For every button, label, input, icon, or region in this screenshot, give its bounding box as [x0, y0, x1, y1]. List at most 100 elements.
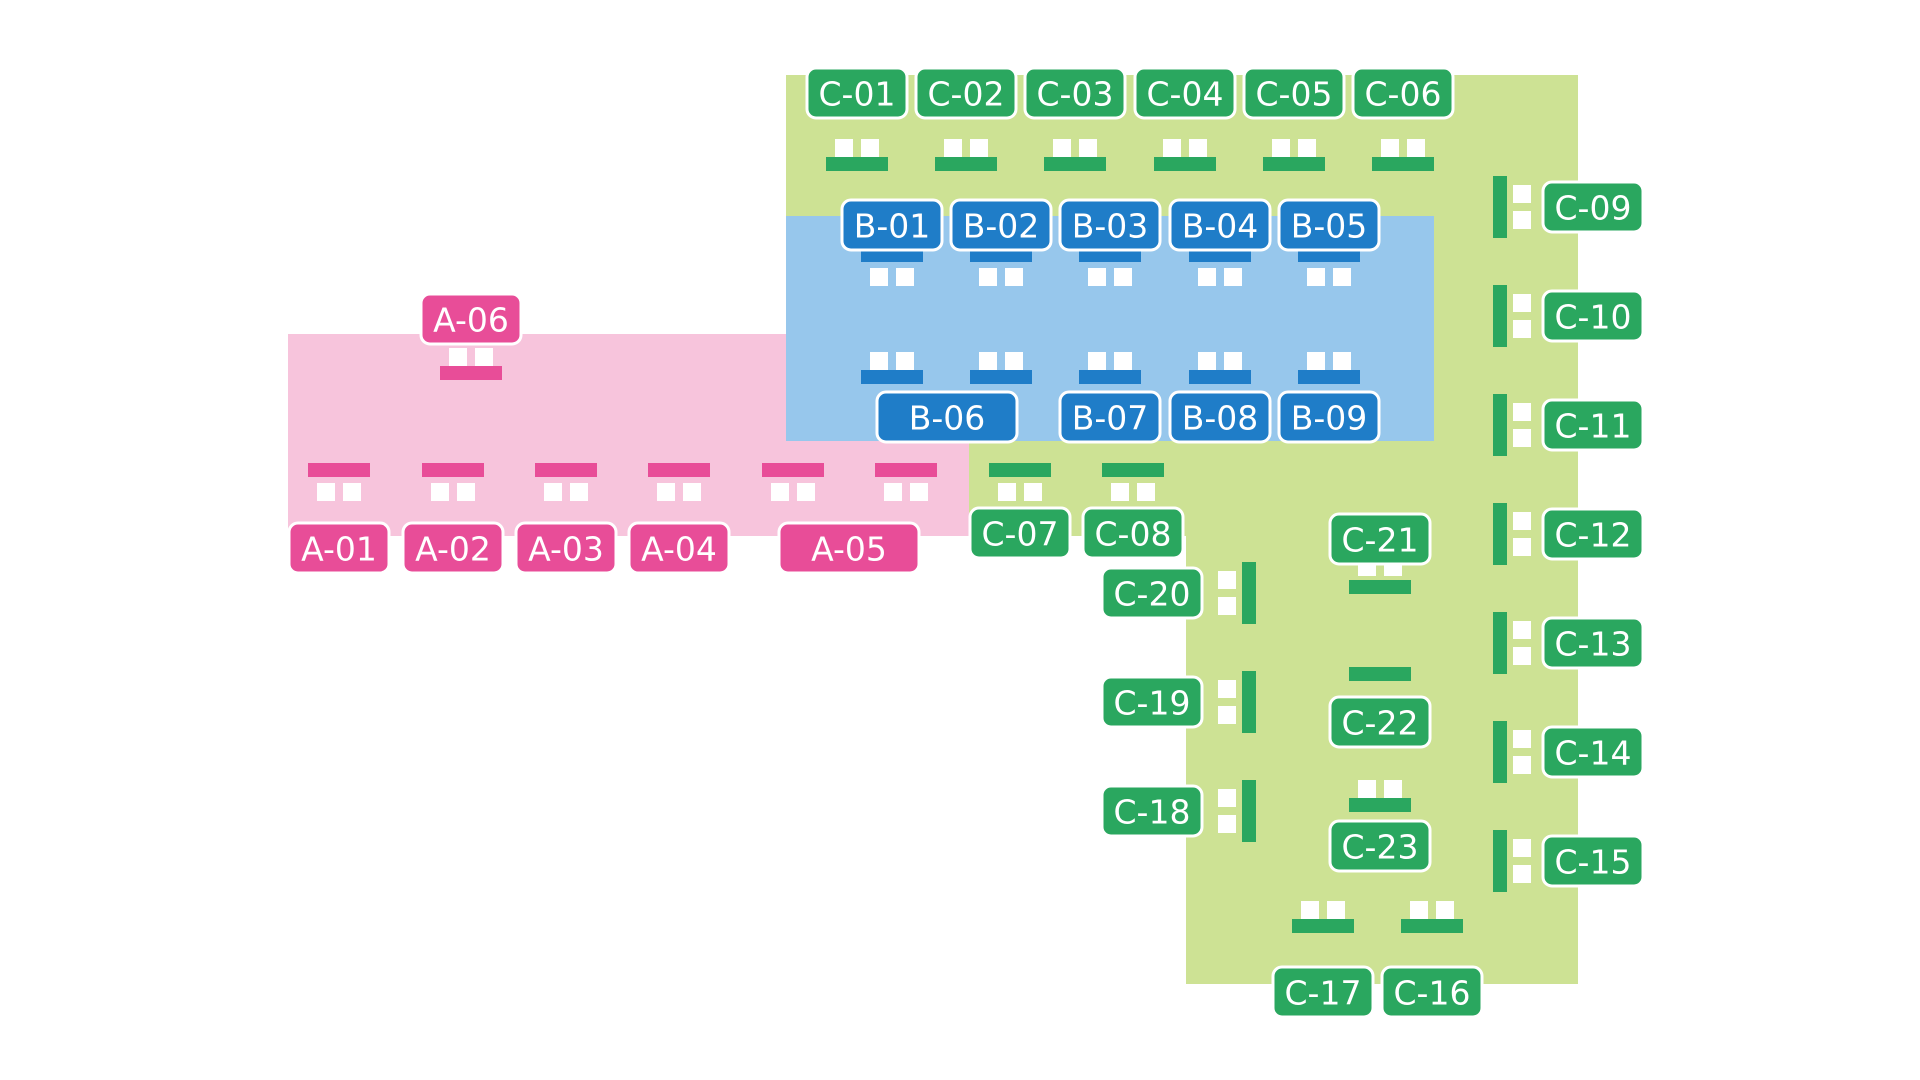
- booth-a-03[interactable]: A-03: [514, 463, 618, 575]
- chair: [317, 483, 335, 501]
- booth-label-badge[interactable]: [1168, 390, 1272, 444]
- table: [875, 463, 937, 477]
- booth-a-05[interactable]: A-05: [762, 463, 937, 575]
- booth-b-04[interactable]: B-04: [1168, 198, 1272, 286]
- booth-label-badge[interactable]: [1023, 66, 1127, 120]
- booth-label-badge[interactable]: [1100, 566, 1204, 620]
- booth-label-badge[interactable]: [1380, 965, 1484, 1019]
- chair: [1298, 139, 1316, 157]
- chair: [1513, 647, 1531, 665]
- booth-label-badge[interactable]: [1541, 289, 1645, 343]
- booth-label-badge[interactable]: [914, 66, 1018, 120]
- booth-c-03[interactable]: C-03: [1023, 66, 1127, 171]
- booth-a-06[interactable]: A-06: [419, 292, 523, 380]
- booth-label-badge[interactable]: [627, 521, 731, 575]
- chair: [570, 483, 588, 501]
- booth-label-badge[interactable]: [401, 521, 505, 575]
- booth-label-badge[interactable]: [1271, 965, 1375, 1019]
- booth-label-badge[interactable]: [419, 292, 523, 346]
- booth-c-18[interactable]: C-18: [1100, 780, 1256, 842]
- booth-label: C-10: [1555, 298, 1632, 337]
- booth-label-badge[interactable]: [1541, 725, 1645, 779]
- booth-label-badge[interactable]: [1328, 695, 1432, 749]
- chair: [835, 139, 853, 157]
- booth-c-15[interactable]: C-15: [1493, 830, 1645, 892]
- table: [861, 370, 923, 384]
- booth-label-badge[interactable]: [1242, 66, 1346, 120]
- booth-c-17[interactable]: C-17: [1271, 901, 1375, 1019]
- booth-label-badge[interactable]: [1058, 198, 1162, 252]
- chair: [896, 352, 914, 370]
- booth-c-04[interactable]: C-04: [1133, 66, 1237, 171]
- booth-label: A-02: [415, 530, 491, 569]
- booth-label-badge[interactable]: [949, 198, 1053, 252]
- booth-label-badge[interactable]: [968, 506, 1072, 560]
- booth-label-badge[interactable]: [1133, 66, 1237, 120]
- booth-c-12[interactable]: C-12: [1493, 503, 1645, 565]
- booth-b-01[interactable]: B-01: [840, 198, 944, 286]
- booth-label-badge[interactable]: [1277, 198, 1381, 252]
- chair: [475, 348, 493, 366]
- table: [1263, 157, 1325, 171]
- booth-label: C-09: [1555, 189, 1632, 228]
- booth-a-04[interactable]: A-04: [627, 463, 731, 575]
- booth-label-badge[interactable]: [1100, 675, 1204, 729]
- booth-c-14[interactable]: C-14: [1493, 721, 1645, 783]
- booth-b-08[interactable]: B-08: [1168, 352, 1272, 444]
- booth-label-badge[interactable]: [1277, 390, 1381, 444]
- booth-label-badge[interactable]: [514, 521, 618, 575]
- booth-b-09[interactable]: B-09: [1277, 352, 1381, 444]
- booth-c-11[interactable]: C-11: [1493, 394, 1645, 456]
- booth-c-19[interactable]: C-19: [1100, 671, 1256, 733]
- booth-c-02[interactable]: C-02: [914, 66, 1018, 171]
- booth-c-22[interactable]: C-22: [1328, 667, 1432, 749]
- chair: [1307, 352, 1325, 370]
- booth-c-20[interactable]: C-20: [1100, 562, 1256, 624]
- chair: [1358, 564, 1376, 576]
- booth-c-09[interactable]: C-09: [1493, 176, 1645, 238]
- booth-b-06[interactable]: B-06: [861, 352, 1032, 444]
- booth-label-badge[interactable]: [840, 198, 944, 252]
- booth-c-08[interactable]: C-08: [1081, 463, 1185, 560]
- booth-label-badge[interactable]: [1351, 66, 1455, 120]
- booth-a-02[interactable]: A-02: [401, 463, 505, 575]
- booth-label-badge[interactable]: [1541, 398, 1645, 452]
- booth-label-badge[interactable]: [1541, 180, 1645, 234]
- booth-label-badge[interactable]: [805, 66, 909, 120]
- booth-c-21[interactable]: C-21: [1328, 512, 1432, 594]
- booth-c-23[interactable]: C-23: [1328, 780, 1432, 873]
- booth-label-badge[interactable]: [777, 521, 921, 575]
- booth-label-badge[interactable]: [875, 390, 1019, 444]
- booth-c-16[interactable]: C-16: [1380, 901, 1484, 1019]
- booth-label-badge[interactable]: [1328, 819, 1432, 873]
- booth-label: C-22: [1342, 704, 1419, 743]
- booth-c-06[interactable]: C-06: [1351, 66, 1455, 171]
- chair: [431, 483, 449, 501]
- booth-b-02[interactable]: B-02: [949, 198, 1053, 286]
- booth-label: B-05: [1291, 207, 1368, 246]
- booth-label-badge[interactable]: [1541, 507, 1645, 561]
- booth-c-13[interactable]: C-13: [1493, 612, 1645, 674]
- booth-label-badge[interactable]: [1100, 784, 1204, 838]
- booth-label-badge[interactable]: [1541, 834, 1645, 888]
- booth-label-badge[interactable]: [1541, 616, 1645, 670]
- booth-b-05[interactable]: B-05: [1277, 198, 1381, 286]
- chair: [1384, 780, 1402, 798]
- booth-c-10[interactable]: C-10: [1493, 285, 1645, 347]
- chair: [1163, 139, 1181, 157]
- booth-b-07[interactable]: B-07: [1058, 352, 1162, 444]
- booth-a-01[interactable]: A-01: [287, 463, 391, 575]
- booth-label-badge[interactable]: [287, 521, 391, 575]
- table: [935, 157, 997, 171]
- chair: [998, 483, 1016, 501]
- chair: [457, 483, 475, 501]
- booth-b-03[interactable]: B-03: [1058, 198, 1162, 286]
- booth-label-badge[interactable]: [1328, 512, 1432, 566]
- booth-label-badge[interactable]: [1081, 506, 1185, 560]
- booth-c-05[interactable]: C-05: [1242, 66, 1346, 171]
- booth-c-07[interactable]: C-07: [968, 463, 1072, 560]
- booth-c-01[interactable]: C-01: [805, 66, 909, 171]
- booth-label: C-11: [1555, 407, 1632, 446]
- booth-label-badge[interactable]: [1058, 390, 1162, 444]
- booth-label-badge[interactable]: [1168, 198, 1272, 252]
